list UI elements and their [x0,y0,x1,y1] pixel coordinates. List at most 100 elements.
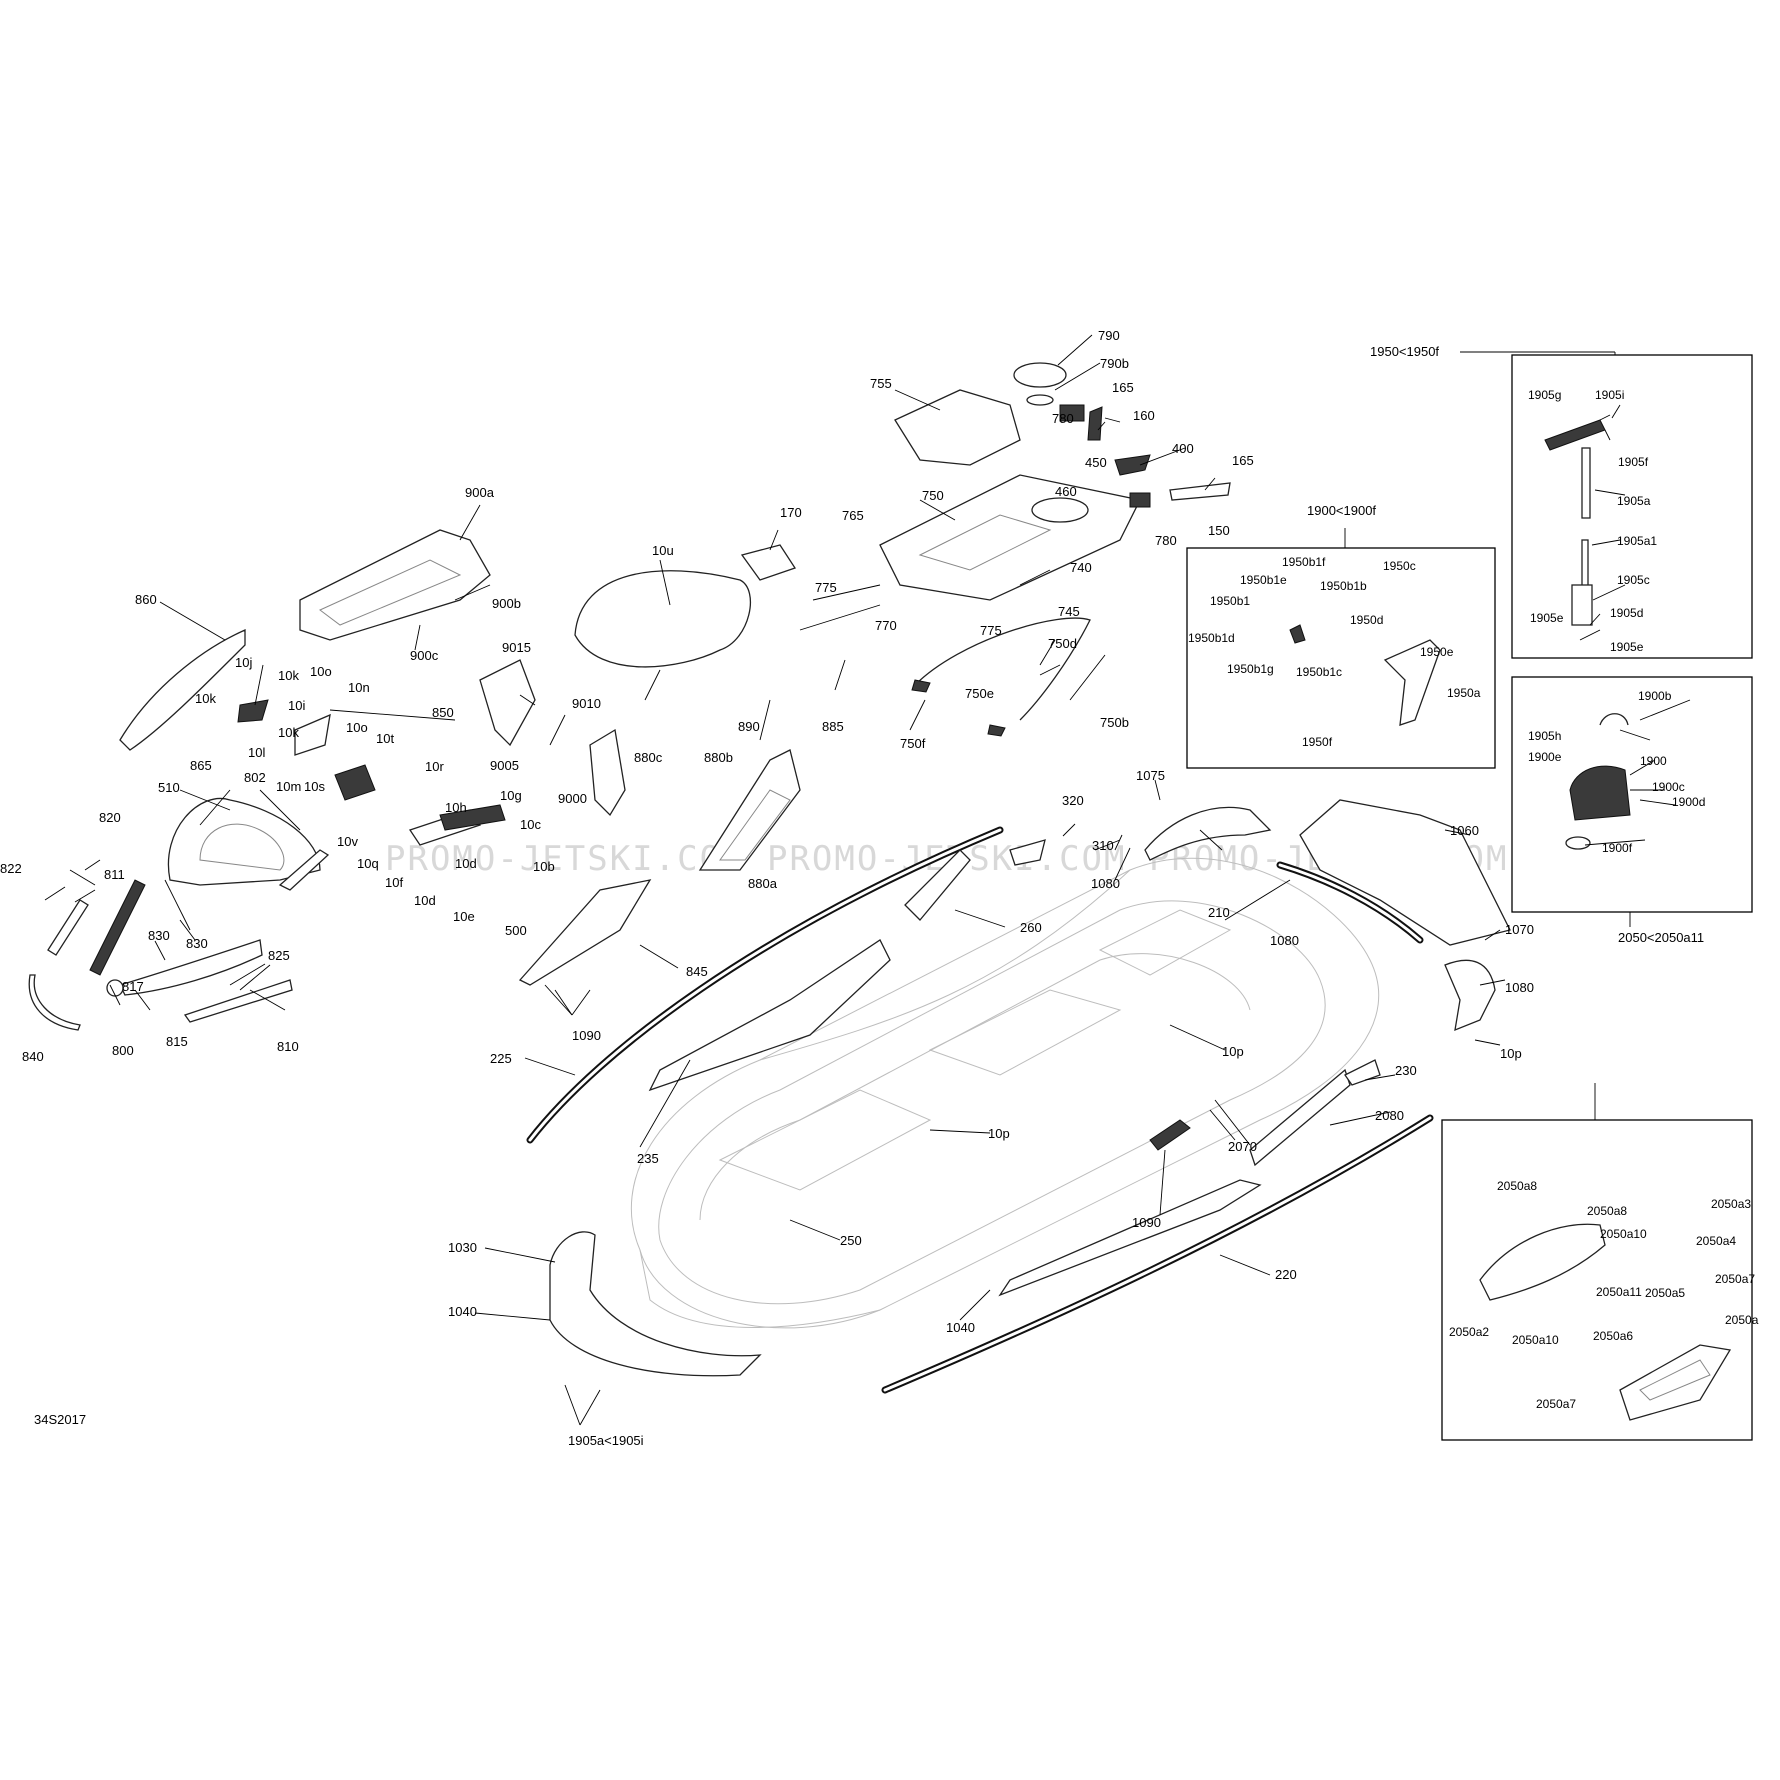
corner-1070 [1444,959,1496,1032]
decal-260 [1009,839,1046,866]
label-170: 170 [780,505,802,520]
label-1900f: 1900f [1602,841,1633,855]
label-10c: 10c [520,817,541,832]
bracket-160 [1087,406,1103,441]
label-165: 165 [1232,453,1254,468]
label-810: 840 [22,1049,44,1064]
label-830: 830 [186,936,208,951]
label-900c: 900c [410,648,439,663]
label-1905a1: 1905a1 [1617,534,1657,548]
label-1905e: 1905e [1530,611,1564,625]
label-750b: 750b [1100,715,1129,730]
trim-820 [47,899,89,956]
cover-10m [294,713,331,756]
label-1905a: 1905a [1617,494,1651,508]
label-845: 1090 [572,1028,601,1043]
label-500: 510 [158,780,180,795]
label-790b: 790b [1100,356,1129,371]
rub-strip-left [526,826,1004,1144]
label-900a: 900a [465,485,495,500]
decal-225 [648,939,891,1092]
label-10l: 10l [248,745,265,760]
label-750e: 750e [965,686,994,701]
label-310: 1080 [1091,876,1120,891]
label-400: 400 [1172,441,1194,456]
label-320: 310 [1092,838,1114,853]
storage-tray-750 [879,404,1151,601]
label-165: 165 [1112,380,1134,395]
label-2050a4: 2050a4 [1696,1234,1736,1248]
label-1900c: 1900c [1652,780,1685,794]
label-790: 790 [1098,328,1120,343]
label-2080: 2070 [1228,1139,1257,1154]
rub-strip-right [881,1114,1434,1394]
label-1950b1e: 1950b1e [1240,573,1287,587]
label-1900: 1900 [1640,754,1667,768]
footrest-10s [334,764,376,801]
bracket-9000 [589,728,626,817]
trim-815 [183,979,293,1023]
box-2050 [1441,1119,1753,1441]
label-1905c: 1905c [1617,573,1650,587]
decal-230 [1249,1068,1351,1167]
label-1950b1c: 1950b1c [1296,665,1342,679]
label-770: 770 [875,618,897,633]
reference-code: 34S2017 [34,1412,86,1427]
label-2050a10: 2050a10 [1512,1333,1559,1347]
label-10p: 250 [840,1233,862,1248]
label-750f: 750f [900,736,926,751]
bumper-1030 [549,1231,762,1377]
label-880b: 880b [704,750,733,765]
glovebox-900a [299,529,491,641]
trim-810 [28,974,81,1031]
label-1905d: 1905d [1610,606,1643,620]
label-10h: 10h [445,800,467,815]
label-2050a6: 2050a6 [1593,1329,1633,1343]
label-10o: 10o [310,664,332,679]
seal-10u [574,570,752,668]
label-2050a8: 2050a8 [1497,1179,1537,1193]
label-10d: 10b [533,859,555,874]
label-775: 775 [980,623,1002,638]
label-225: 235 [637,1151,659,1166]
callout-labels: 790 790b 755 165 160 780 400 450 165 460… [0,328,1759,1448]
label-2050a10: 2050a10 [1600,1227,1647,1241]
label-2050a5: 2050a5 [1645,1286,1685,1300]
cover-1075 [1144,806,1272,861]
label-802: 820 [99,810,121,825]
label-10v: 10v [337,834,358,849]
label-2050a2: 2050a2 [1449,1325,1489,1339]
label-815: 810 [277,1039,299,1054]
label-235: 260 [1020,920,1042,935]
label-1080: 1075 [1136,768,1165,783]
gasket-170 [740,544,797,581]
label-10m: 10m [276,779,301,794]
label-1090: 225 [490,1051,512,1066]
label-230: 2080 [1375,1108,1404,1123]
handle-510 [278,849,330,891]
label-250: 230 [1395,1063,1417,1078]
label-1080: 1070 [1505,922,1534,937]
bracket-10k [237,699,269,723]
label-885: 885 [822,719,844,734]
hull-outline [630,857,1380,1329]
label-10r: 10r [425,759,444,774]
label-1905i: 1905i [1595,388,1624,402]
label-10j: 10j [235,655,252,670]
label-2050a: 2050a [1725,1313,1759,1327]
label-1080: 10p [1500,1046,1522,1061]
glovebox-2050 [1479,1223,1732,1421]
label-1900b: 1900b [1638,689,1672,703]
label-1040: 1905a<1905i [568,1433,644,1448]
label-750: 750 [922,488,944,503]
label-10o: 10o [346,720,368,735]
leader-lines [44,334,1691,1426]
label-1905f: 1905f [1618,455,1649,469]
bezel-802 [89,879,146,976]
label-825: 800 [112,1043,134,1058]
label-1950b1b: 1950b1b [1320,579,1367,593]
label-2070: 1090 [1132,1215,1161,1230]
label-880a: 880a [748,876,778,891]
label-10n: 10n [348,680,370,695]
bracket-9015 [479,659,536,747]
